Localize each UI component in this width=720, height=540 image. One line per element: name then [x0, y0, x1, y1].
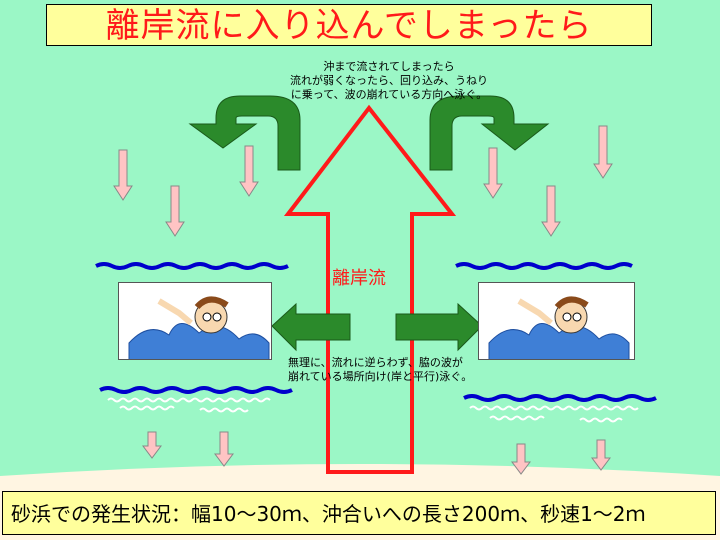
- bottom-info-text: 砂浜での発生状況：幅10〜30ｍ、沖合いへの長さ200ｍ、秒速1〜2ｍ: [11, 502, 646, 526]
- pink-arrow: [165, 185, 185, 237]
- incoming-wave-arrows: [113, 125, 613, 475]
- swimmer-illustration: [128, 296, 270, 359]
- curved-right-arrow-icon: [429, 95, 550, 171]
- swimmer-illustration: [488, 296, 630, 359]
- rip-current-arrow: [283, 104, 457, 474]
- pink-arrow: [214, 431, 234, 467]
- foam-left: [107, 397, 271, 413]
- pink-arrow: [541, 185, 561, 237]
- title-box: 離岸流に入り込んでしまったら: [46, 4, 652, 46]
- swimmer-illustration-left: [118, 282, 272, 360]
- green-arrow-left: [271, 302, 351, 352]
- note-middle-line-1: 無理に、流れに逆らわず、脇の波が: [288, 356, 463, 369]
- swimmer-illustration-right: [478, 282, 635, 360]
- note-top: 沖まで流されてしまったら 流れが弱くなったら、回り込み、うねり に乗って、波の崩…: [290, 60, 488, 102]
- pink-arrow: [113, 149, 133, 201]
- pink-arrow: [593, 125, 613, 179]
- note-middle-line-2: 崩れている場所向け(岸と平行)泳ぐ。: [288, 370, 473, 383]
- foam-right: [469, 405, 639, 423]
- bottom-info-bar: 砂浜での発生状況：幅10〜30ｍ、沖合いへの長さ200ｍ、秒速1〜2ｍ: [2, 491, 716, 535]
- green-arrow-right: [395, 302, 483, 352]
- pink-arrow: [591, 439, 611, 471]
- note-middle: 無理に、流れに逆らわず、脇の波が 崩れている場所向け(岸と平行)泳ぐ。: [288, 356, 472, 384]
- note-top-line-3: に乗って、波の崩れている方向へ泳ぐ。: [290, 88, 488, 101]
- pink-arrow: [511, 443, 531, 475]
- wave-line-right-bottom: [463, 394, 657, 402]
- wave-line-left-top: [95, 262, 289, 270]
- note-top-line-1: 沖まで流されてしまったら: [323, 60, 455, 73]
- wave-line-right-top: [455, 262, 633, 270]
- note-top-line-2: 流れが弱くなったら、回り込み、うねり: [290, 74, 488, 87]
- curved-left-arrow-icon: [188, 95, 301, 171]
- page-title: 離岸流に入り込んでしまったら: [105, 6, 593, 45]
- wave-line-left-bottom: [99, 386, 293, 394]
- pink-arrow: [142, 431, 162, 459]
- pink-arrow: [239, 145, 259, 197]
- rip-current-label: 離岸流: [332, 268, 386, 289]
- pink-arrow: [483, 147, 503, 199]
